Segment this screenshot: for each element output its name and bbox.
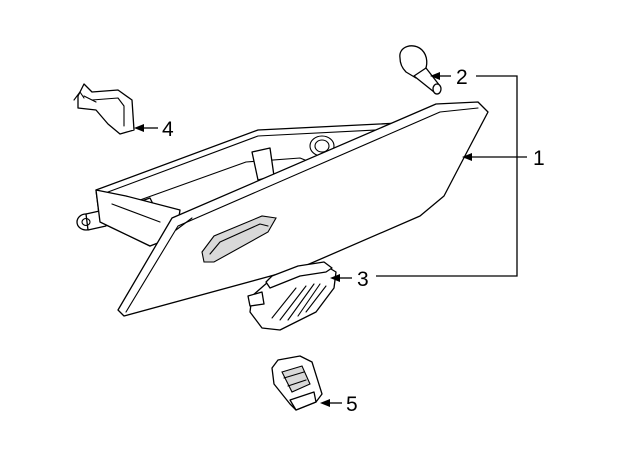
arrow-1 <box>462 153 472 161</box>
glove-box-tub-rim <box>107 127 415 193</box>
latch-top <box>265 261 333 289</box>
striker <box>271 355 323 411</box>
arrow-5 <box>320 399 330 407</box>
bracket <box>73 83 135 135</box>
bulb-glass <box>399 45 428 79</box>
bracket-body <box>77 83 135 135</box>
bulb <box>399 45 442 95</box>
glove-box-assembly <box>76 101 489 317</box>
latch <box>247 261 337 331</box>
callout-4: 4 <box>162 118 174 141</box>
callout-2: 2 <box>456 66 468 89</box>
bracket-line-2-to-3 <box>376 75 518 277</box>
callout-5: 5 <box>346 393 358 416</box>
arrow-4 <box>134 124 144 132</box>
glove-box-door-edge <box>125 107 479 313</box>
arrow-2 <box>430 72 440 80</box>
door-handle-recess <box>201 215 277 263</box>
callout-leaders <box>134 72 527 407</box>
callout-3: 3 <box>357 268 369 291</box>
callout-1: 1 <box>533 147 545 170</box>
arrow-3 <box>330 274 340 282</box>
latch-grip-lines <box>271 283 327 321</box>
